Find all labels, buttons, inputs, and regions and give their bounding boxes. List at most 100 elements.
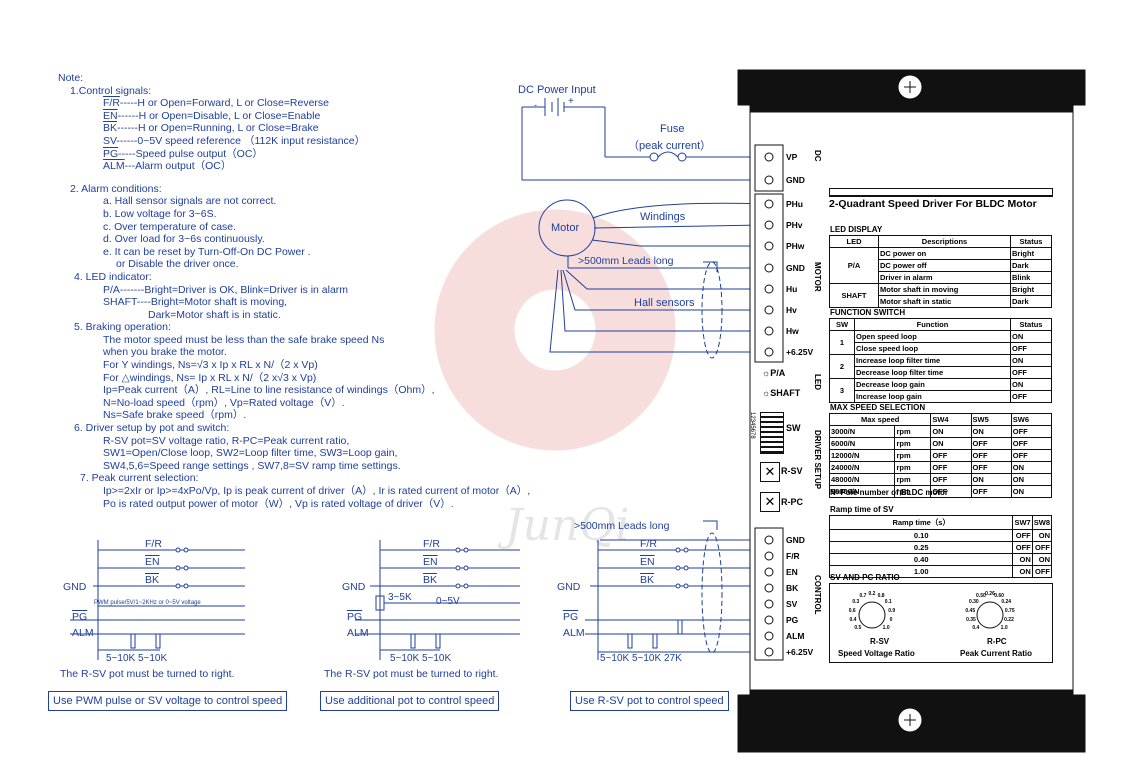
rsv-tick-1: 0.4	[850, 617, 857, 623]
c1-bk-label: BK	[145, 574, 160, 586]
motor-wire-phv	[593, 224, 766, 229]
pg-signal: PG	[103, 147, 119, 160]
fs-row-5-status: ON	[1010, 378, 1052, 391]
rsv-pot[interactable]: ✕	[760, 462, 780, 482]
watermark-text: JunQi	[505, 500, 630, 551]
dip-switch[interactable]	[760, 412, 784, 454]
note-6-l1: R-SV pot=SV voltage ratio, R-PC=Peak cur…	[103, 434, 350, 447]
fs-row-4-func: Decrease loop filter time	[854, 366, 1011, 379]
c1-gnd-label: GND	[63, 581, 87, 593]
mount-hole-top-cross	[904, 81, 916, 93]
led-group-label: LED	[813, 374, 822, 390]
max-speed-cell: rpm	[894, 485, 932, 498]
ctrl-pin-2: EN	[786, 567, 798, 577]
c2-en-label: EN	[423, 556, 438, 568]
terminal-screw-motor-vcc	[764, 347, 774, 357]
terminal-screw-motor-phv	[764, 220, 774, 230]
motor-label: Motor	[551, 222, 580, 234]
note-2a: a. Hall sensor signals are not correct.	[103, 195, 277, 208]
motor-leads-label: >500mm Leads long	[578, 255, 674, 267]
note-fr: F/R-----H or Open=Forward, L or Close=Re…	[103, 97, 598, 110]
rpc-pot[interactable]: ✕	[760, 492, 780, 512]
note-en: EN------H or Open=Disable, L or Close=En…	[103, 110, 598, 123]
c1-resistor-2	[155, 633, 161, 649]
ramp-h-time: Ramp time（s）	[828, 515, 1014, 530]
led-display-title: LED DISPLAY	[830, 225, 883, 234]
c3-resistor-1	[627, 633, 633, 649]
c2-sw-bk-a	[455, 583, 461, 589]
c3-sw-fr-b	[683, 547, 689, 553]
watermark-logo	[430, 205, 680, 455]
ramp-cell: 1.00	[828, 565, 1014, 578]
motor-wire-phw	[591, 239, 765, 247]
motor-wire-phu	[592, 202, 766, 219]
motor-pin-5: Hv	[786, 305, 797, 315]
fuse-peak-label: （peak current）	[628, 140, 712, 152]
setup-group-label: DRIVER SETUP	[813, 430, 822, 490]
led-row-2-desc: DC power off	[878, 259, 1011, 272]
shield-ground-mark	[703, 261, 718, 272]
hall-wire-v	[562, 269, 765, 311]
rsv-tick-5: 0.2	[869, 591, 876, 597]
note-7-l1: Ip>=2xIr or Ip>=4xPo/Vp, Ip is peak curr…	[103, 485, 531, 497]
c2-sw-bk-b	[463, 583, 469, 589]
hall-wire-w	[560, 269, 765, 332]
rsv-tick-6: 0.8	[878, 593, 885, 599]
ramp-cell: ON	[1012, 565, 1033, 578]
c2-sw-en-b	[463, 565, 469, 571]
max-speed-cell: OFF	[1010, 437, 1053, 450]
c1-sw-bk-b	[183, 583, 189, 589]
led-row-3-desc: Driver in alarm	[878, 271, 1011, 284]
ramp-cell: 0.10	[828, 529, 1014, 542]
c3-en-label: EN	[640, 556, 655, 568]
c3-resistor-2	[652, 633, 658, 649]
max-speed-note: N=Pole number of BLDC motor	[830, 488, 949, 497]
note-alm: ALM---Alarm output（OC）	[103, 160, 598, 173]
max-speed-cell: ON	[970, 473, 1012, 486]
note-bk: BK------H or Open=Running, L or Close=Br…	[103, 122, 598, 135]
c1-pg-label: PG	[72, 611, 88, 623]
rsv-dial-label: R-SV	[870, 637, 890, 646]
rpc-tick-3: 0.30	[969, 599, 979, 605]
note-5-l2: when you brake the motor.	[103, 346, 227, 359]
ms-h-sw6: SW6	[1010, 413, 1053, 426]
ctrl-pin-7: +6.25V	[786, 647, 814, 657]
bk-desc: ------H or Open=Running, L or Close=Brak…	[117, 122, 319, 135]
ramp-cell: ON	[1031, 529, 1053, 542]
note-5-heading: 5. Braking operation:	[74, 321, 171, 334]
terminal-screws	[764, 152, 774, 657]
terminal-screw-motor-phw	[764, 241, 774, 251]
note-7-l2: Po is rated output power of motor（W）, Vp…	[103, 497, 454, 510]
c1-sw-fr-a	[175, 547, 181, 553]
max-speed-cell: 3000/N	[828, 425, 896, 438]
ramp-h-sw7: SW7	[1012, 515, 1033, 530]
note-1-heading: 1.Control signals:	[70, 84, 152, 97]
ms-h-speed: Max speed	[828, 413, 932, 426]
c3-sw-en-a	[675, 565, 681, 571]
c2-bk-label: BK	[423, 574, 438, 586]
en-signal: EN	[103, 109, 118, 122]
fs-num-1: 1	[829, 330, 855, 355]
rpc-dial-label: R-PC	[987, 637, 1007, 646]
hall-wire-u	[565, 269, 765, 290]
sw-label: SW	[786, 423, 801, 433]
ramp-cell: 0.40	[828, 553, 1014, 566]
ramp-h-sw8: SW8	[1031, 515, 1053, 530]
led-pa-cell: P/A	[829, 247, 879, 284]
ctrl-pin-3: BK	[786, 583, 799, 593]
c3-caption-box: Use R-SV pot to control speed	[570, 691, 729, 711]
c1-note: The R-SV pot must be turned to right.	[60, 668, 235, 680]
terminal-screw-motor-hw	[764, 326, 774, 336]
note-sv: SV------0~5V speed reference （112K input…	[103, 134, 366, 147]
max-speed-cell: OFF	[970, 437, 1012, 450]
led-h-led: LED	[829, 235, 879, 248]
c2-resistor-2	[435, 633, 441, 649]
c3-res-label: 5~10K 5~10K 27K	[600, 653, 682, 664]
rsv-tick-2: 0.6	[849, 608, 856, 614]
